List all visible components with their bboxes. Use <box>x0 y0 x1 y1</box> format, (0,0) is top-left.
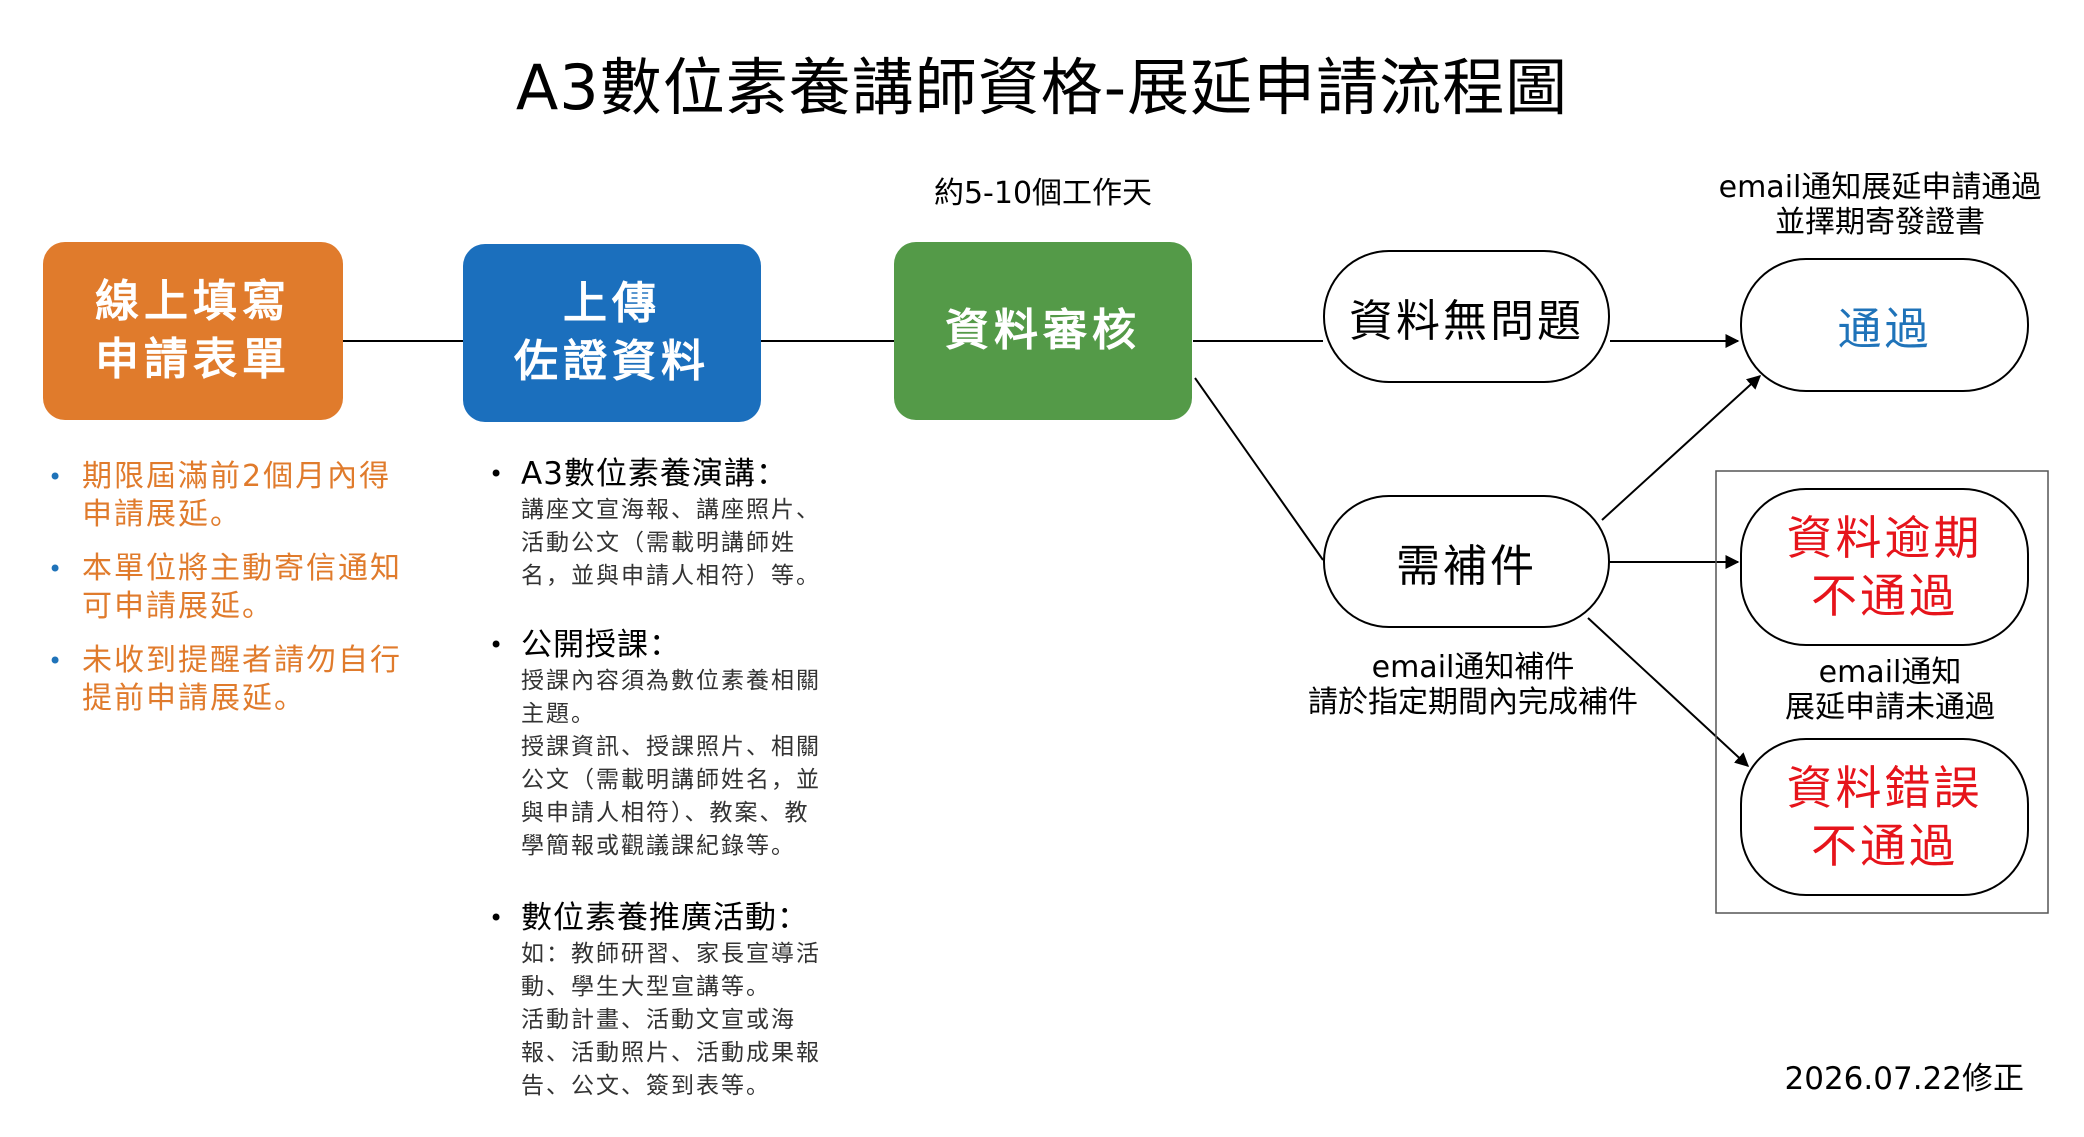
fail-email-note-line1: email通知 <box>1818 655 1962 690</box>
evidence-section-open-class: 公開授課： 授課內容須為數位素養相關 主題。 授課資訊、授課照片、相關 公文（需… <box>487 625 821 863</box>
fail-group-frame <box>1715 470 2049 914</box>
supplement-email-note-line1: email通知補件 <box>1371 650 1575 685</box>
step-data-review-label: 資料審核 <box>945 305 1141 356</box>
arrow-supplement-to-error <box>1587 617 1750 767</box>
revision-note: 2026.07.22修正 <box>1784 1061 2025 1097</box>
step-upload-evidence: 上傳 佐證資料 <box>463 244 761 422</box>
node-no-problem: 資料無問題 <box>1323 250 1610 383</box>
extension-rule-item: 本單位將主動寄信通知 可申請展延。 <box>46 550 426 626</box>
node-fail-overdue-line2: 不通過 <box>1811 569 1958 623</box>
step-online-form-line2: 申請表單 <box>95 334 291 385</box>
fail-email-note-line2: 展延申請未通過 <box>1785 690 1995 725</box>
node-pass: 通過 <box>1740 258 2029 392</box>
evidence-section-title: A3數位素養演講： <box>487 454 821 494</box>
evidence-section-title: 數位素養推廣活動： <box>487 898 821 938</box>
node-need-supplement: 需補件 <box>1323 495 1610 628</box>
node-need-supplement-label: 需補件 <box>1396 540 1537 592</box>
step-online-form-line1: 線上填寫 <box>95 276 291 327</box>
node-no-problem-label: 資料無問題 <box>1349 295 1584 347</box>
supplement-email-note: email通知補件 請於指定期間內完成補件 <box>1268 650 1678 720</box>
connector-step3-supplement <box>1194 377 1324 561</box>
pass-email-note-line1: email通知展延申請通過 <box>1718 170 2042 205</box>
node-fail-overdue: 資料逾期 不通過 <box>1740 488 2029 646</box>
evidence-section-promotion: 數位素養推廣活動： 如：教師研習、家長宣導活 動、學生大型宣講等。 活動計畫、活… <box>487 898 821 1103</box>
pass-email-note: email通知展延申請通過 並擇期寄發證書 <box>1690 170 2070 240</box>
supplement-email-note-line2: 請於指定期間內完成補件 <box>1308 685 1638 720</box>
arrow-supplement-to-pass <box>1601 375 1762 521</box>
pass-email-note-line2: 並擇期寄發證書 <box>1775 205 1985 240</box>
step-upload-evidence-line2: 佐證資料 <box>514 336 710 387</box>
step-upload-evidence-line1: 上傳 <box>563 278 661 329</box>
node-fail-error-line1: 資料錯誤 <box>1786 761 1983 815</box>
fail-email-note: email通知 展延申請未通過 <box>1740 655 2040 725</box>
evidence-section-title: 公開授課： <box>487 625 821 665</box>
node-pass-label: 通過 <box>1837 304 1932 355</box>
extension-rule-item: 期限屆滿前2個月內得 申請展延。 <box>46 458 426 534</box>
node-fail-error: 資料錯誤 不通過 <box>1740 738 2029 896</box>
step-data-review: 資料審核 <box>894 242 1192 420</box>
extension-rule-item: 未收到提醒者請勿自行 提前申請展延。 <box>46 642 426 718</box>
step-online-form: 線上填寫 申請表單 <box>43 242 343 420</box>
page-title: A3數位素養講師資格-展延申請流程圖 <box>515 51 1569 124</box>
extension-rules-list: 期限屆滿前2個月內得 申請展延。 本單位將主動寄信通知 可申請展延。 未收到提醒… <box>46 458 426 734</box>
node-fail-overdue-line1: 資料逾期 <box>1786 511 1983 565</box>
review-time-note: 約5-10個工作天 <box>933 176 1153 211</box>
node-fail-error-line2: 不通過 <box>1811 819 1958 873</box>
evidence-section-lecture: A3數位素養演講： 講座文宣海報、講座照片、 活動公文（需載明講師姓 名，並與申… <box>487 454 821 593</box>
